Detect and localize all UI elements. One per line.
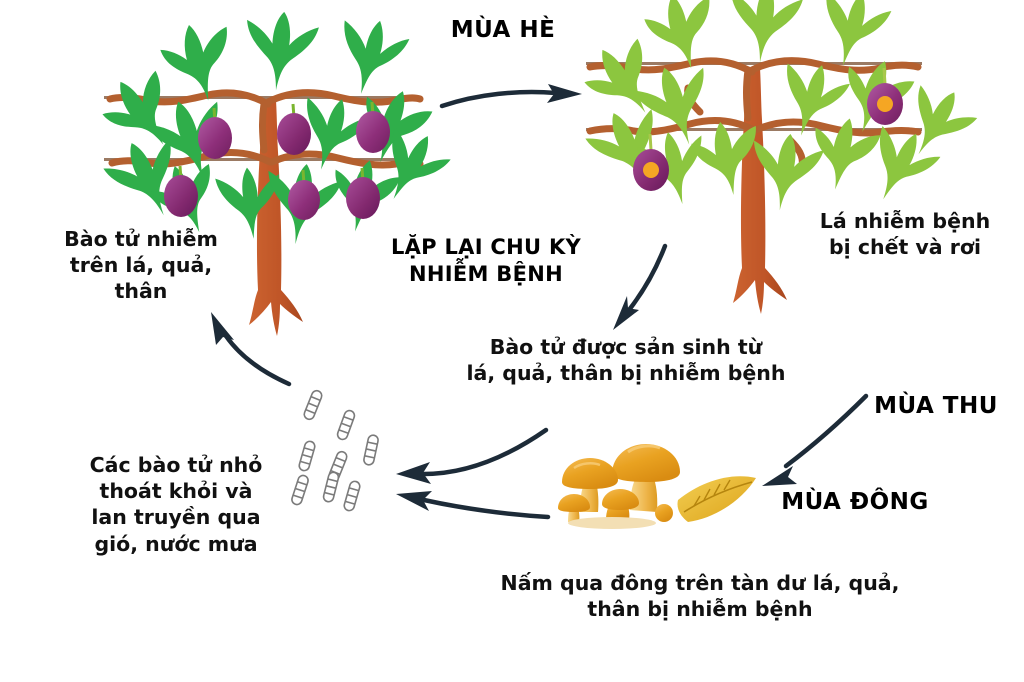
label-cycle-repeat: LẶP LẠI CHU KỲ NHIỄM BỆNH xyxy=(390,235,582,286)
label-spores-on-plant: Bào tử nhiễm trên lá, quả, thân xyxy=(64,227,218,304)
label-leaves-die: Lá nhiễm bệnh bị chết và rơi xyxy=(819,209,991,260)
arrow-autumn-to-winter xyxy=(762,393,869,486)
tree-fruits xyxy=(164,111,390,220)
arrow-tree-to-spores-produced xyxy=(613,243,668,330)
label-season-autumn: MÙA THU xyxy=(874,393,998,419)
mushroom-small-mid xyxy=(602,489,639,520)
label-season-winter: MÙA ĐÔNG xyxy=(781,489,929,515)
arrows xyxy=(211,84,869,520)
mushroom-bud xyxy=(655,504,673,522)
tree-healthy xyxy=(93,8,456,336)
arrow-mushrooms-to-spore-cluster xyxy=(396,491,551,520)
mushroom-cluster xyxy=(558,444,756,529)
tree-infected xyxy=(575,0,983,314)
arrow-spores-produced-to-spore-cluster xyxy=(396,427,549,484)
spore-cluster xyxy=(291,389,379,512)
arrow-spores-to-plant xyxy=(211,312,292,387)
label-spores-produced: Bào tử được sản sinh từ lá, quả, thân bị… xyxy=(466,335,786,386)
tree-fruits-infected xyxy=(633,83,903,191)
arrow-summer-to-autumn xyxy=(439,84,582,109)
mushroom-small-left xyxy=(558,494,590,522)
label-spores-spread: Các bào tử nhỏ thoát khỏi và lan truyền … xyxy=(89,453,263,556)
mushroom-ground xyxy=(568,517,656,529)
label-fungus-overwinters: Nấm qua đông trên tàn dư lá, quả, thân b… xyxy=(500,571,900,622)
fallen-leaf xyxy=(677,476,756,522)
label-season-summer: MÙA HÈ xyxy=(450,17,556,43)
fruit-stems-infected xyxy=(648,67,887,151)
